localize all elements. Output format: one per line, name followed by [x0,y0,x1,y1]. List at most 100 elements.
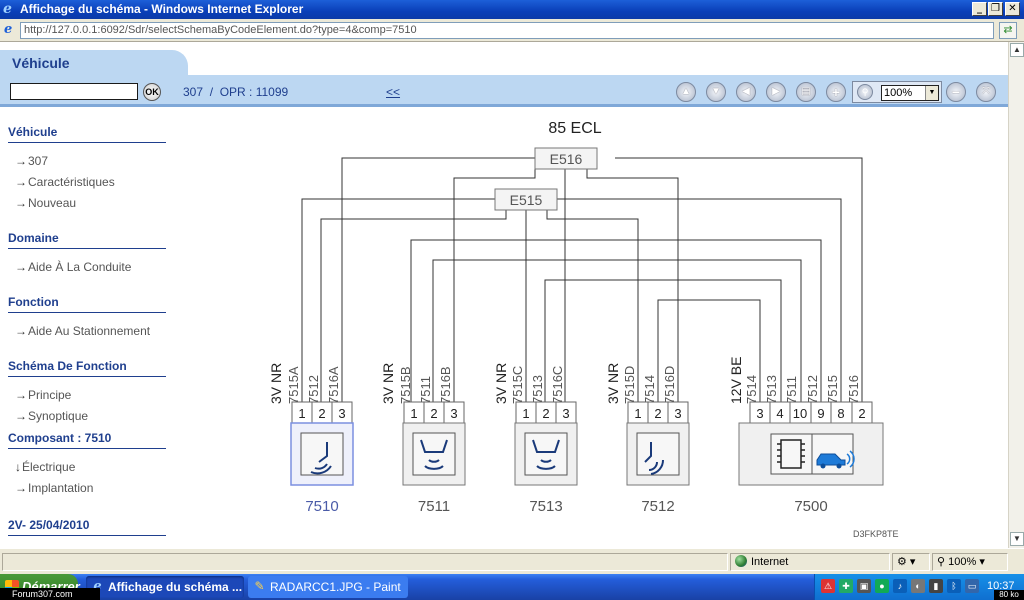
sidebar-item-aide-conduite[interactable]: →Aide À La Conduite [15,260,131,274]
network-icon[interactable]: ✚ [839,579,853,593]
restore-button[interactable]: ❐ [988,2,1003,16]
security-icon[interactable]: ● [875,579,889,593]
power-label: 3V NR [605,363,621,404]
vertical-scrollbar[interactable]: ▲ ▼ [1008,42,1024,548]
scroll-up-icon[interactable]: ▲ [1010,43,1024,57]
zoom-out-button[interactable]: − [946,82,966,102]
security-zone: Internet [730,553,890,571]
sidebar-item-aide-stationnement[interactable]: →Aide Au Stationnement [15,324,150,338]
section-composant: Composant : 7510 [8,431,166,449]
section-version: 2V- 25/04/2010 [8,518,166,536]
wire-label: 7516A [326,366,341,404]
pin-label: 2 [430,406,437,421]
sidebar-item-307[interactable]: →307 [15,154,48,168]
fit-screen-icon: ⤧ [982,86,990,97]
sidebar-item-label: Aide À La Conduite [28,260,132,274]
task-ie[interactable]: e Affichage du schéma ... [86,576,244,598]
task-paint[interactable]: ✎ RADARCC1.JPG - Paint [248,576,408,598]
sidebar-item-label: 307 [28,154,49,168]
wiring-diagram: 85 ECL E516 E515 3V NR 7515A 7512 7516A … [268,120,899,539]
arrow-down-icon: ▼ [711,86,721,97]
node-label: E515 [510,192,543,208]
sidebar-item-label: Principe [28,388,72,402]
pin-label: 4 [776,406,783,421]
power-label: 3V NR [380,363,396,404]
status-zoom[interactable]: ⚲ 100% ▾ [932,553,1008,571]
car-radar-icon [816,450,855,469]
fit-screen-button[interactable]: ⤧ [976,82,996,102]
sidebar-item-synoptique[interactable]: →Synoptique [15,409,88,423]
toolbar: OK 307 / OPR : 11099 << ▲ ▼ ◀ ▶ ▤ + ⚲ 10… [0,75,1008,107]
pin-label: 10 [793,406,807,421]
url-field[interactable]: http://127.0.0.1:6092/Sdr/selectSchemaBy… [20,22,994,39]
wire-label: 7515C [510,366,525,404]
arrow-left-button[interactable]: ◀ [736,82,756,102]
pin-label: 2 [318,406,325,421]
arrow-down-button[interactable]: ▼ [706,82,726,102]
ok-button[interactable]: OK [143,83,161,101]
zone-label: Internet [751,556,789,568]
scroll-down-icon[interactable]: ▼ [1010,532,1024,546]
minimize-button[interactable]: _ [972,2,987,16]
bluetooth-icon[interactable]: ᛒ [947,579,961,593]
wire-label: 7514 [642,375,657,404]
sidebar-item-principe[interactable]: →Principe [15,388,71,402]
arrow-right-button[interactable]: ▶ [766,82,786,102]
sidebar-item-electrique[interactable]: ↓Électrique [15,460,75,474]
status-bar: Internet ⚙ ▾ ⚲ 100% ▾ [0,548,1024,574]
power-label: 3V NR [268,363,284,404]
search-input[interactable] [10,83,138,100]
sensor-7512[interactable]: 3V NR 7515D 7514 7516D 1 2 3 7512 [605,363,690,515]
ie-icon: e [93,579,102,594]
sidebar-item-label: Électrique [22,460,76,474]
zoom-select[interactable]: 100% ▼ [881,85,939,101]
zoom-in-button[interactable]: + [826,82,846,102]
wire-label: 7515D [622,366,637,404]
title-bar: e Affichage du schéma - Windows Internet… [0,0,1024,19]
usb-icon[interactable]: ▮ [929,579,943,593]
wire-label: 7514 [744,375,759,404]
back-link[interactable]: << [386,85,401,99]
vehicle-tab[interactable]: Véhicule [0,50,188,76]
chip-icon [777,439,805,469]
compat-view-icon[interactable]: ⇄ [999,22,1017,39]
node-e515[interactable]: E515 [494,188,558,211]
alert-icon[interactable]: ⚠ [821,579,835,593]
pin-label: 8 [837,406,844,421]
status-message [2,553,728,571]
wire-label: 7511 [784,376,799,404]
sensor-7513[interactable]: 3V NR 7515C 7513 7516C 1 2 3 7513 [493,363,578,515]
wire-label: 7512 [306,375,321,404]
task-label: RADARCC1.JPG - Paint [270,580,401,594]
close-button[interactable]: ✕ [1005,2,1020,16]
monitor-icon[interactable]: ▭ [965,579,979,593]
pin-label: 3 [756,406,763,421]
sidebar-item-implantation[interactable]: →Implantation [15,481,93,495]
protected-mode[interactable]: ⚙ ▾ [892,553,930,571]
sidebar-item-caracteristiques[interactable]: →Caractéristiques [15,175,115,189]
component-label: 7512 [641,498,674,515]
wire-label: 7516D [662,366,677,404]
magnifier-icon: ⚲ [937,556,946,568]
magnifier-icon: ⚲ [857,84,873,100]
sensor-7510[interactable]: 3V NR 7515A 7512 7516A 1 2 3 7510 [268,363,354,515]
wire-label: 7516C [550,366,565,404]
volume-icon[interactable]: ♪ [893,579,907,593]
ecu-7500[interactable]: 12V BE 7514 7513 7511 7512 7515 7516 3 4… [728,357,884,515]
arrow-up-button[interactable]: ▲ [676,82,696,102]
wire-label: 7512 [805,375,820,404]
display-icon[interactable]: ▣ [857,579,871,593]
wire-label: 7515A [286,366,301,404]
print-button[interactable]: ▤ [796,82,816,102]
sidebar: Véhicule →307 →Caractéristiques →Nouveau… [0,112,175,548]
sidebar-item-label: Aide Au Stationnement [28,324,151,338]
sidebar-item-nouveau[interactable]: →Nouveau [15,196,76,210]
sensor-7511[interactable]: 3V NR 7515B 7511 7516B 1 2 3 7511 [380,363,466,515]
power-label: 3V NR [493,363,509,404]
pin-label: 2 [654,406,661,421]
plus-icon: + [831,84,841,100]
corner-sensor-icon [644,442,665,475]
node-e516[interactable]: E516 [534,147,598,170]
watermark-left: Forum307.com [0,588,100,600]
update-icon[interactable]: ◐ [911,579,925,593]
